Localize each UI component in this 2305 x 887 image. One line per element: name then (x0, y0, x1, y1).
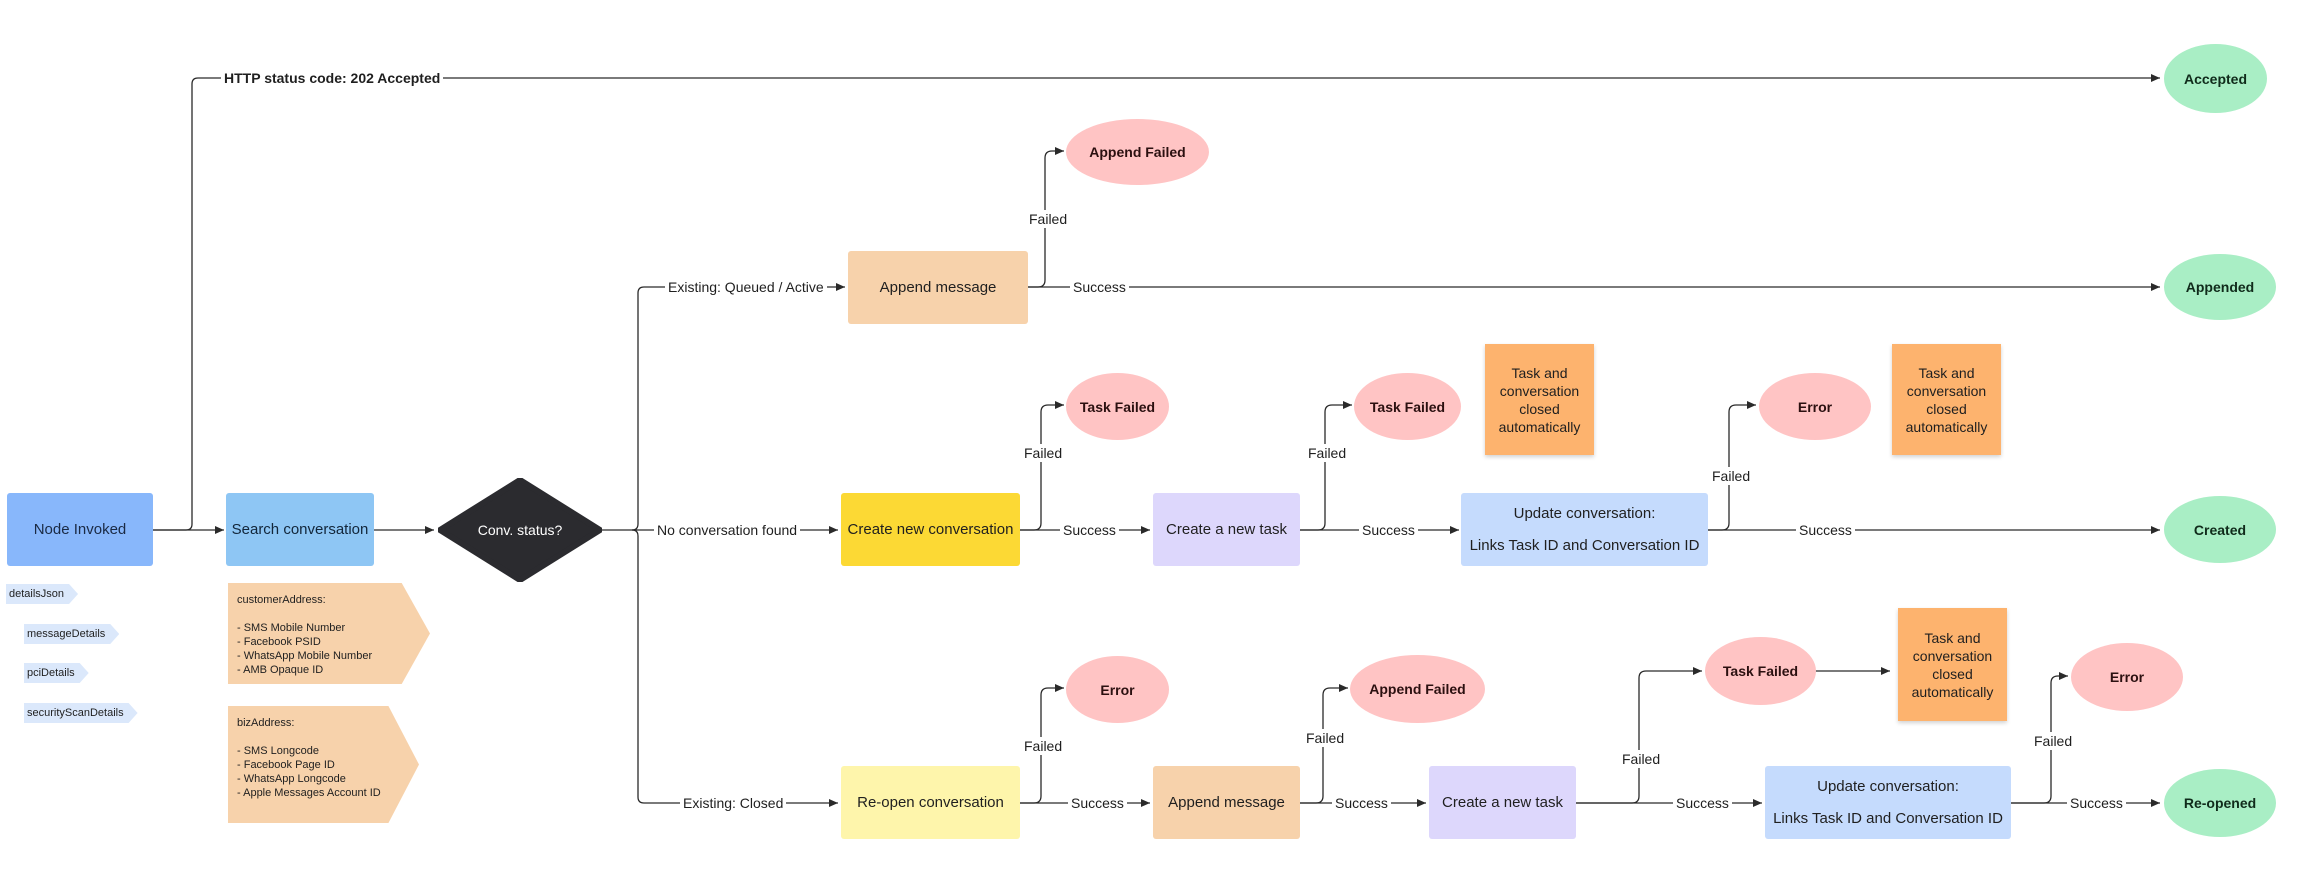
label-failed-append1: Failed (1026, 210, 1071, 228)
create-task-bottom[interactable]: Create a new task (1429, 766, 1576, 839)
decision-diamond-shape (438, 478, 602, 582)
reopen-conversation[interactable]: Re-open conversation (841, 766, 1020, 839)
append-message-bottom[interactable]: Append message (1153, 766, 1300, 839)
closed-note-1: Task and conversation closed automatical… (1485, 344, 1594, 455)
append-failed-bottom: Append Failed (1350, 655, 1485, 723)
tag-message-details: messageDetails (24, 624, 119, 644)
label-failed-task1: Failed (1305, 444, 1350, 462)
tag-details-json: detailsJson (6, 584, 78, 604)
label-failed-update1: Failed (1709, 467, 1754, 485)
create-new-conversation[interactable]: Create new conversation (841, 493, 1020, 566)
label-success-reopen: Success (1068, 794, 1127, 812)
label-success-task1: Success (1359, 521, 1418, 539)
label-failed-task2: Failed (1619, 750, 1664, 768)
task-failed-3: Task Failed (1705, 637, 1816, 705)
append-message-top[interactable]: Append message (848, 251, 1028, 324)
update-conv-2-title: Update conversation: (1817, 777, 1959, 795)
label-existing-closed: Existing: Closed (680, 794, 787, 812)
update-conv-1-sub: Links Task ID and Conversation ID (1469, 536, 1700, 554)
update-conversation-middle[interactable]: Update conversation: Links Task ID and C… (1461, 493, 1708, 566)
conv-status-label: Conv. status? (477, 522, 563, 538)
label-success-update1: Success (1796, 521, 1855, 539)
label-existing-queued: Existing: Queued / Active (665, 278, 827, 296)
node-invoked[interactable]: Node Invoked (7, 493, 153, 566)
created-outcome: Created (2164, 496, 2276, 563)
update-conversation-bottom[interactable]: Update conversation: Links Task ID and C… (1765, 766, 2011, 839)
edge-task2-failed (1574, 667, 1702, 804)
error-2: Error (1066, 656, 1169, 723)
tag-pci-details: pciDetails (24, 663, 89, 683)
update-conv-1-title: Update conversation: (1513, 504, 1656, 522)
update-conv-2-sub: Links Task ID and Conversation ID (1773, 809, 2003, 827)
task-failed-2: Task Failed (1354, 373, 1461, 440)
conv-status-decision[interactable]: Conv. status? (438, 478, 602, 582)
label-failed-update2: Failed (2031, 732, 2076, 750)
label-success-append2: Success (1332, 794, 1391, 812)
edge-branch-top (631, 283, 845, 531)
edge-create-conv-failed (1018, 401, 1064, 531)
http-status-label: HTTP status code: 202 Accepted (221, 69, 444, 87)
reopened-outcome: Re-opened (2164, 769, 2276, 837)
search-conversation[interactable]: Search conversation (226, 493, 374, 566)
edge-task1-failed (1298, 401, 1352, 531)
appended-outcome: Appended (2164, 254, 2276, 320)
biz-address-card: bizAddress: - SMS Longcode - Facebook Pa… (228, 706, 419, 823)
label-failed-create-conv: Failed (1021, 444, 1066, 462)
error-1: Error (1759, 373, 1871, 440)
error-3: Error (2071, 643, 2183, 711)
label-success-append1: Success (1070, 278, 1129, 296)
tag-security-scan-details: securityScanDetails (24, 703, 138, 723)
label-failed-append2: Failed (1303, 729, 1348, 747)
label-failed-reopen: Failed (1021, 737, 1066, 755)
label-no-conversation: No conversation found (654, 521, 801, 539)
create-task-middle[interactable]: Create a new task (1153, 493, 1300, 566)
label-success-update2: Success (2067, 794, 2126, 812)
accepted-outcome: Accepted (2164, 44, 2267, 113)
label-success-create-conv: Success (1060, 521, 1119, 539)
label-success-task2: Success (1673, 794, 1732, 812)
edge-branch-bot (631, 529, 838, 807)
closed-note-3: Task and conversation closed automatical… (1898, 608, 2007, 721)
append-failed-top: Append Failed (1066, 119, 1209, 185)
closed-note-2: Task and conversation closed automatical… (1892, 344, 2001, 455)
task-failed-1: Task Failed (1066, 373, 1169, 440)
customer-address-card: customerAddress: - SMS Mobile Number - F… (228, 583, 430, 684)
